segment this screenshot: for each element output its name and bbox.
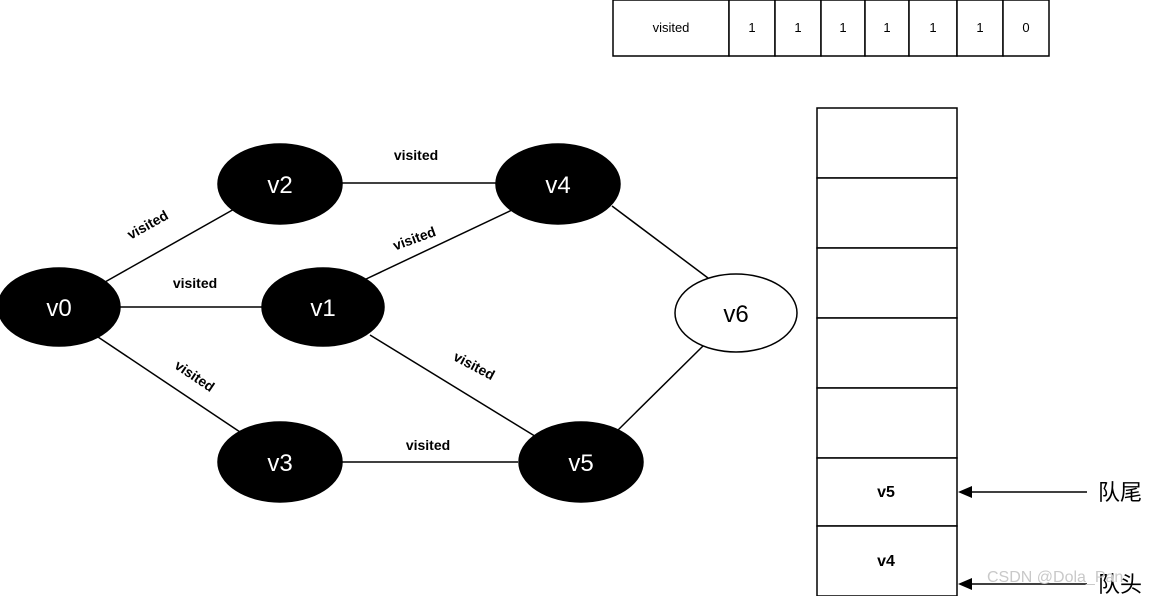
edge-v4-v6: [611, 205, 709, 279]
queue-cell-1: [816, 177, 958, 249]
edge-label-v0-v2: visited: [124, 207, 171, 242]
node-v0: [0, 267, 121, 347]
node-label-v4: v4: [545, 172, 570, 199]
edge-v5-v6: [613, 345, 704, 435]
watermark: CSDN @Dola_Pan: [987, 569, 1123, 586]
node-v5: [518, 421, 644, 503]
visited-value-4: 1: [929, 20, 936, 35]
visited-value-6: 0: [1022, 20, 1029, 35]
graph-nodes: v0 v1 v2 v3 v4 v5 v6: [0, 143, 798, 503]
node-label-v1: v1: [310, 295, 335, 322]
edge-label-v0-v3: visited: [172, 357, 218, 395]
visited-array-label-cell: [612, 0, 730, 57]
edge-v0-v3: [97, 336, 241, 433]
queue-cell-0: [816, 107, 958, 179]
visited-cell-3: [864, 0, 910, 57]
node-v3: [217, 421, 343, 503]
edge-v1-v4: [363, 209, 513, 281]
visited-cell-5: [956, 0, 1004, 57]
node-label-v2: v2: [267, 172, 292, 199]
node-v2: [217, 143, 343, 225]
queue-cell-4: [816, 387, 958, 459]
visited-cell-0: [728, 0, 776, 57]
visited-array-label: visited: [653, 20, 690, 35]
edge-label-v0-v1: visited: [173, 275, 217, 291]
node-v1: [261, 267, 385, 347]
visited-cell-1: [774, 0, 822, 57]
visited-cell-2: [820, 0, 866, 57]
edge-v1-v5: [369, 334, 539, 439]
visited-value-5: 1: [976, 20, 983, 35]
visited-array: visited 1 1 1 1 1 1 0: [612, 0, 1050, 57]
queue-cell-2: [816, 247, 958, 319]
visited-cell-6: [1002, 0, 1050, 57]
edge-label-v3-v5: visited: [406, 437, 450, 453]
visited-value-0: 1: [748, 20, 755, 35]
queue-value-v4: v4: [877, 553, 895, 570]
visited-value-2: 1: [839, 20, 846, 35]
node-v6: [674, 273, 798, 353]
queue-cell-3: [816, 317, 958, 389]
visited-cell-4: [908, 0, 958, 57]
node-label-v5: v5: [568, 450, 593, 477]
queue-value-v5: v5: [877, 484, 895, 501]
rear-arrow-head-icon: [958, 486, 972, 498]
node-label-v0: v0: [46, 295, 71, 322]
queue-rear-label: 队尾: [1098, 481, 1142, 506]
graph-edges: [97, 182, 709, 463]
node-label-v3: v3: [267, 450, 292, 477]
visited-value-1: 1: [794, 20, 801, 35]
queue-front-label: 队头: [1098, 573, 1142, 596]
queue: v5 v4: [816, 107, 958, 596]
front-arrow-head-icon: [958, 578, 972, 590]
edge-label-v1-v5: visited: [451, 348, 498, 383]
queue-cell-6: [816, 525, 958, 596]
queue-front-pointer: 队头: [958, 573, 1142, 596]
visited-value-3: 1: [883, 20, 890, 35]
node-v4: [495, 143, 621, 225]
edge-v0-v2: [104, 207, 237, 283]
queue-rear-pointer: 队尾: [958, 481, 1142, 506]
edge-label-v2-v4: visited: [394, 147, 438, 163]
node-label-v6: v6: [723, 301, 748, 328]
